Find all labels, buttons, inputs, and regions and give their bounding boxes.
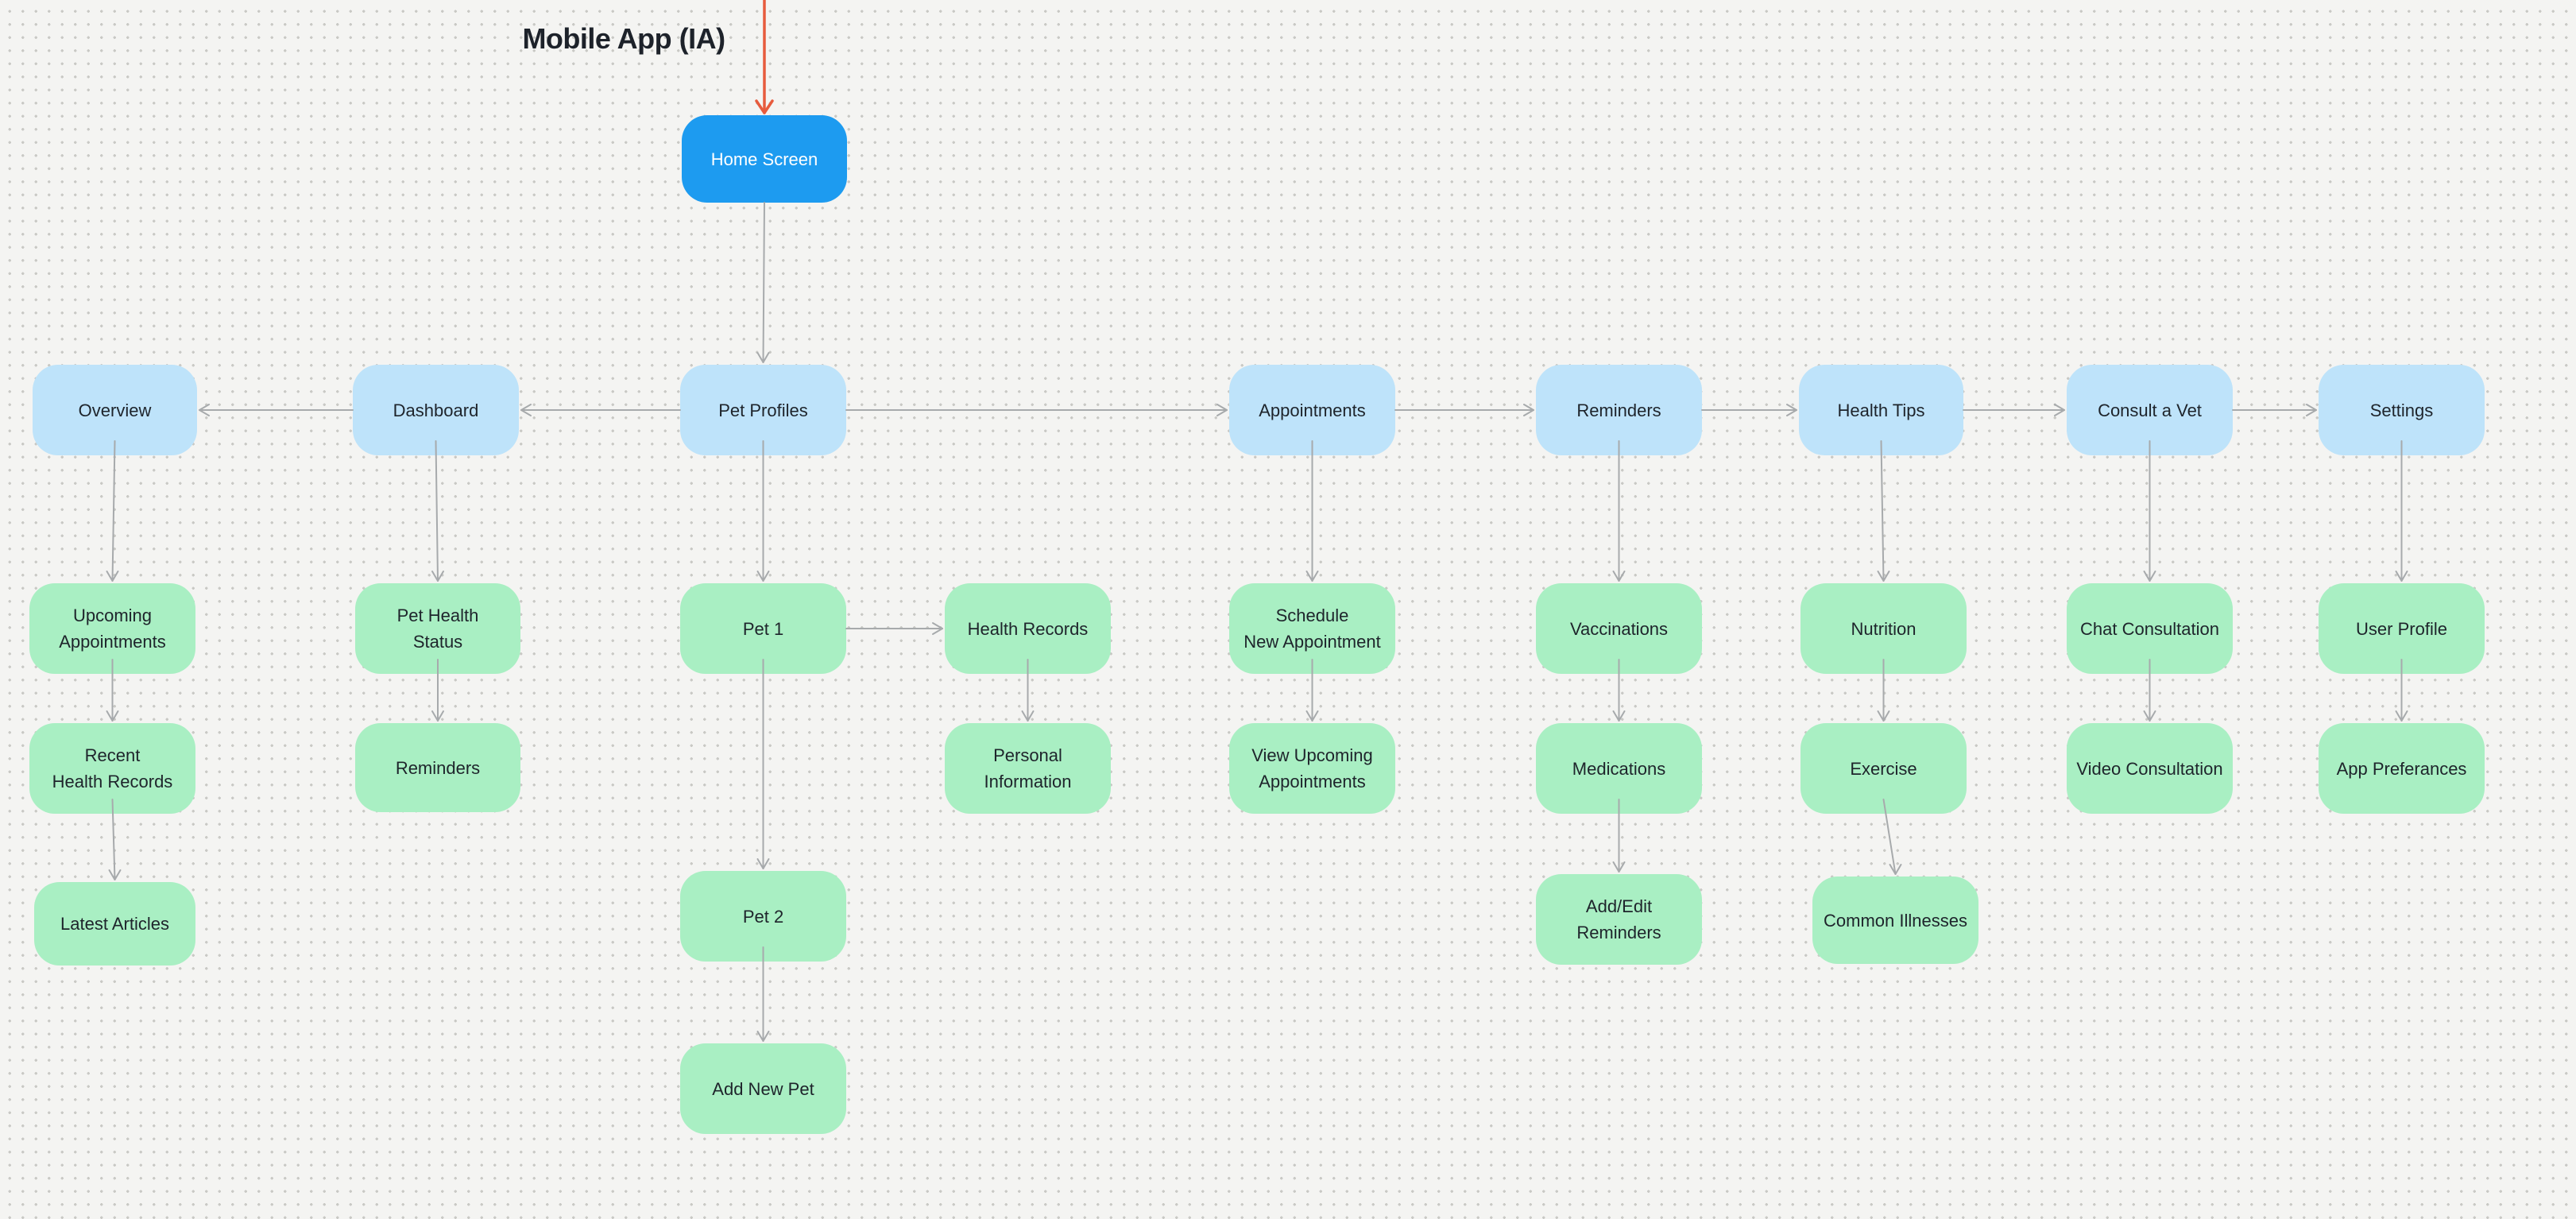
node-label: Add/Edit xyxy=(1585,896,1653,916)
node-label: Upcoming xyxy=(72,606,153,625)
node-label: Schedule xyxy=(1275,606,1349,625)
node-pet-1[interactable]: Pet 1 xyxy=(680,583,846,674)
node-label: Pet Profiles xyxy=(718,400,808,420)
node-label: Home Screen xyxy=(710,149,818,169)
node-label: Nutrition xyxy=(1851,618,1917,639)
node-settings[interactable]: Settings xyxy=(2319,365,2485,455)
node-label: Appointments xyxy=(1259,772,1366,791)
node-label: Settings xyxy=(2369,400,2434,420)
node-label: App Preferances xyxy=(2336,758,2467,779)
node-label: Information xyxy=(984,772,1072,791)
node-label: Health Records xyxy=(52,772,173,791)
node-home[interactable]: Home Screen xyxy=(682,115,847,203)
node-label: Appointments xyxy=(1259,400,1366,420)
node-label: Pet 1 xyxy=(742,618,784,639)
node-label: New Appointment xyxy=(1244,632,1381,652)
node-vaccinations[interactable]: Vaccinations xyxy=(1536,583,1702,674)
node-label: Recent xyxy=(84,745,141,765)
node-app-preferances[interactable]: App Preferances xyxy=(2319,723,2485,814)
node-label: Reminders xyxy=(1576,923,1661,942)
node-health-records[interactable]: Health Records xyxy=(945,583,1111,674)
node-reminders-green[interactable]: Reminders xyxy=(355,723,520,812)
diagram-title: Mobile App (IA) xyxy=(522,22,725,55)
node-label: View Upcoming xyxy=(1251,745,1373,765)
node-label: Consult a Vet xyxy=(2098,400,2202,420)
node-label: Appointments xyxy=(59,632,166,652)
node-label: Medications xyxy=(1572,758,1666,779)
node-health-tips[interactable]: Health Tips xyxy=(1799,365,1963,455)
node-medications[interactable]: Medications xyxy=(1536,723,1702,814)
node-user-profile[interactable]: User Profile xyxy=(2319,583,2485,674)
node-pet-profiles[interactable]: Pet Profiles xyxy=(680,365,846,455)
node-label: Health Tips xyxy=(1837,400,1925,420)
node-label: Reminders xyxy=(1576,400,1661,420)
node-label: Latest Articles xyxy=(60,914,169,934)
node-label: Overview xyxy=(78,400,152,420)
node-label: Add New Pet xyxy=(712,1078,814,1099)
node-label: Common Illnesses xyxy=(1824,910,1967,931)
node-label: Pet Health xyxy=(396,606,479,625)
node-add-new-pet[interactable]: Add New Pet xyxy=(680,1043,846,1134)
node-dashboard[interactable]: Dashboard xyxy=(353,365,519,455)
node-overview[interactable]: Overview xyxy=(33,365,197,455)
node-label: Dashboard xyxy=(393,400,479,420)
node-label: Pet 2 xyxy=(742,906,784,927)
node-reminders[interactable]: Reminders xyxy=(1536,365,1702,455)
node-label: Personal xyxy=(993,745,1062,765)
node-label: Exercise xyxy=(1850,758,1917,779)
node-label: User Profile xyxy=(2356,618,2447,639)
node-latest-articles[interactable]: Latest Articles xyxy=(34,882,195,966)
node-consult-vet[interactable]: Consult a Vet xyxy=(2067,365,2233,455)
node-label: Chat Consultation xyxy=(2080,618,2219,639)
node-label: Status xyxy=(412,632,463,652)
node-label: Reminders xyxy=(395,757,481,778)
node-pet-2[interactable]: Pet 2 xyxy=(680,871,846,962)
node-label: Vaccinations xyxy=(1569,618,1669,639)
node-chat-consultation[interactable]: Chat Consultation xyxy=(2067,583,2233,674)
node-label: Video Consultation xyxy=(2076,758,2223,779)
node-appointments[interactable]: Appointments xyxy=(1229,365,1395,455)
node-common-illnesses[interactable]: Common Illnesses xyxy=(1812,877,1978,964)
node-nutrition[interactable]: Nutrition xyxy=(1800,583,1967,674)
node-exercise[interactable]: Exercise xyxy=(1800,723,1967,814)
node-video-consultation[interactable]: Video Consultation xyxy=(2067,723,2233,814)
node-label: Health Records xyxy=(967,618,1089,639)
